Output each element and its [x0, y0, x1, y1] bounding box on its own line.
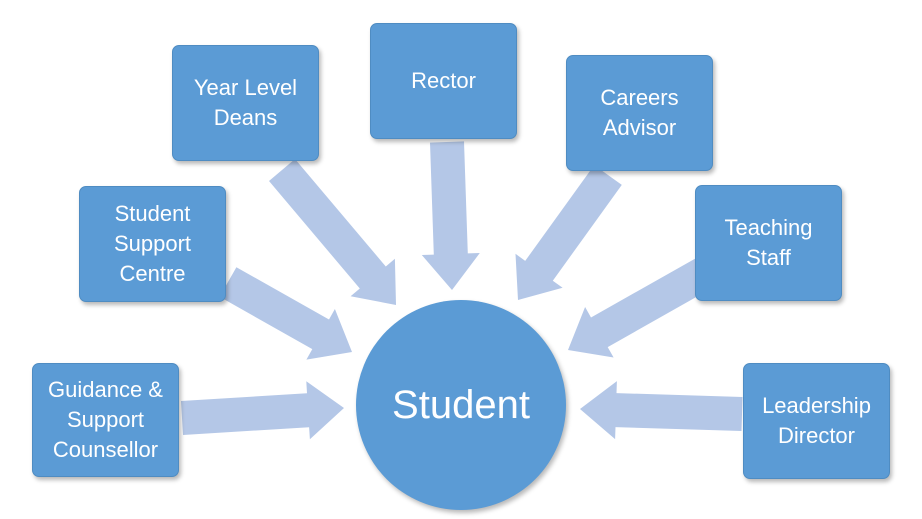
arrow-guidance [181, 381, 344, 440]
arrow-careers [515, 165, 622, 300]
node-year-level-deans: Year Level Deans [172, 45, 319, 161]
node-label: Teaching Staff [724, 215, 813, 270]
node-label: Year Level Deans [193, 75, 298, 130]
arrow-teaching [568, 257, 715, 358]
node-label: Careers Advisor [600, 85, 679, 140]
node-label: Guidance & Support Counsellor [48, 377, 163, 462]
center-node-student: Student [356, 300, 566, 510]
node-label: Leadership Director [762, 393, 871, 448]
node-teaching-staff: Teaching Staff [695, 185, 842, 301]
node-label: Student Support Centre [113, 201, 192, 286]
center-label: Student [392, 382, 530, 427]
arrow-rector [421, 141, 480, 290]
arrow-leadership [580, 381, 743, 440]
arrow-ssc [219, 267, 352, 360]
node-guidance-support-counsellor: Guidance & Support Counsellor [32, 363, 179, 477]
node-careers-advisor: Careers Advisor [566, 55, 713, 171]
arrow-deans [269, 159, 396, 305]
node-student-support-centre: Student Support Centre [79, 186, 226, 302]
node-leadership-director: Leadership Director [743, 363, 890, 479]
node-label: Rector [411, 68, 476, 93]
node-rector: Rector [370, 23, 517, 139]
